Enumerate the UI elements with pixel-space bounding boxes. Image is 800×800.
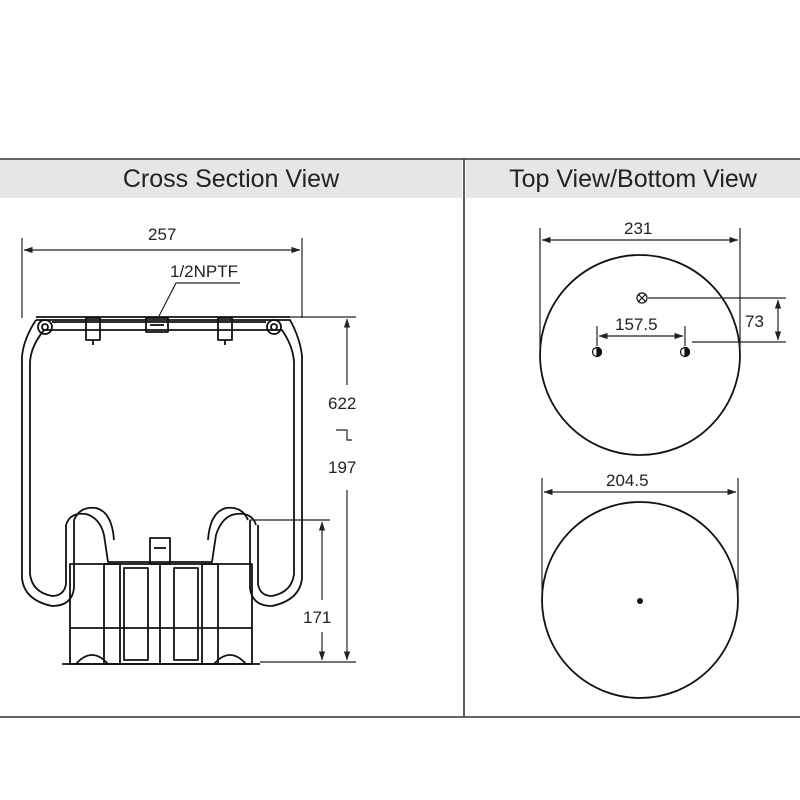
port-thread-label: 1/2NPTF bbox=[170, 262, 239, 281]
cross-section-header: Cross Section View bbox=[0, 160, 462, 198]
top-view-port-symbol bbox=[636, 292, 648, 304]
bottom-view-dimension-lines bbox=[541, 478, 739, 596]
bottom-view-center-hole bbox=[637, 598, 643, 604]
frame bbox=[0, 158, 800, 718]
bottom-view-circle bbox=[541, 501, 739, 699]
piston-height-dimension-label: 171 bbox=[303, 608, 332, 627]
top-diameter-dimension-label: 231 bbox=[624, 219, 653, 238]
stud-spacing-dimension-label: 157.5 bbox=[615, 315, 658, 334]
air-spring-cross-section bbox=[21, 316, 303, 665]
top-view-dimension-lines bbox=[539, 228, 786, 350]
top-view-circle bbox=[539, 254, 741, 456]
top-bottom-view-header: Top View/Bottom View bbox=[466, 160, 800, 198]
width-dimension-label: 257 bbox=[148, 225, 177, 244]
top-view-stud-holes bbox=[591, 346, 691, 358]
port-offset-dimension-label: 73 bbox=[745, 312, 764, 331]
bottom-diameter-dimension-label: 204.5 bbox=[606, 471, 649, 490]
cross-section-dimension-lines bbox=[21, 238, 356, 663]
max-height-dimension-label: 622 bbox=[328, 394, 357, 413]
min-height-dimension-label: 197 bbox=[328, 458, 357, 477]
